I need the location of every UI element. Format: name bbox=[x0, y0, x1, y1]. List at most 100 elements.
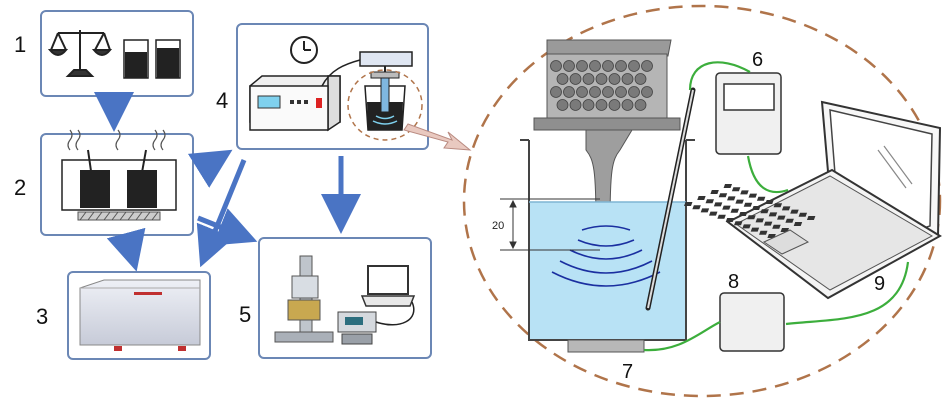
cooling-hole bbox=[602, 60, 614, 72]
arrow-2-to-5 bbox=[197, 208, 258, 246]
keyboard-key bbox=[723, 184, 733, 188]
cooling-hole bbox=[634, 73, 647, 85]
keyboard-key bbox=[781, 206, 791, 211]
cables bbox=[643, 61, 910, 352]
keyboard-key bbox=[738, 212, 748, 216]
cable-sensor-to-control bbox=[643, 321, 721, 352]
cooling-hole bbox=[550, 86, 562, 98]
generator-cable bbox=[321, 59, 361, 87]
keyboard-key bbox=[759, 230, 768, 235]
keyboard-key bbox=[747, 215, 756, 220]
keyboard-key bbox=[793, 222, 803, 226]
detail-boundary bbox=[462, 4, 942, 398]
keyboard-key bbox=[727, 196, 736, 201]
cooling-hole bbox=[569, 99, 582, 111]
component-label-8: 8 bbox=[728, 271, 739, 293]
panel-measurement bbox=[258, 237, 432, 359]
beakers-icon bbox=[123, 39, 181, 79]
arrow-2-to-4 bbox=[187, 149, 233, 188]
component-label-6: 6 bbox=[752, 49, 763, 71]
cooling-hole bbox=[621, 73, 634, 85]
cooling-holes bbox=[550, 60, 653, 111]
keyboard-key bbox=[697, 196, 706, 200]
cable-probe-to-meter bbox=[688, 61, 751, 91]
keyboard-key bbox=[785, 218, 794, 223]
cooling-hole bbox=[589, 86, 601, 98]
cooling-hole bbox=[595, 73, 608, 85]
cooling-hole bbox=[556, 99, 569, 111]
keyboard-key bbox=[730, 208, 740, 213]
cooling-hole bbox=[582, 99, 595, 111]
cable-meter-to-laptop bbox=[746, 155, 789, 194]
keyboard-key bbox=[763, 221, 773, 226]
flow-arrows bbox=[94, 92, 361, 272]
keyboard-key bbox=[772, 224, 781, 229]
cooling-hole bbox=[602, 86, 614, 98]
keyboard-key bbox=[700, 208, 710, 213]
zoom-arrow bbox=[403, 123, 472, 151]
cooling-hole bbox=[641, 86, 653, 98]
cooling-hole bbox=[576, 86, 588, 98]
cooling-hole bbox=[563, 86, 575, 98]
keyboard-key bbox=[773, 203, 783, 208]
ultrasonic-waves bbox=[551, 225, 661, 287]
keyboard-key bbox=[740, 190, 749, 195]
keyboard-key bbox=[742, 224, 751, 229]
keyboard-key bbox=[798, 212, 808, 217]
keyboard-keys bbox=[684, 184, 816, 238]
immersion-depth-dimension bbox=[500, 198, 600, 251]
keyboard-key bbox=[692, 205, 701, 210]
keyboard-key bbox=[734, 221, 743, 226]
cooling-hole bbox=[608, 73, 621, 85]
control-unit bbox=[719, 292, 785, 352]
component-label-7: 7 bbox=[622, 361, 633, 383]
laptop-icon bbox=[360, 265, 416, 307]
step-number-4: 4 bbox=[216, 88, 228, 113]
keyboard-key bbox=[705, 199, 714, 204]
generator-box-icon bbox=[249, 75, 341, 132]
temperature-probe bbox=[645, 87, 696, 311]
keyboard-key bbox=[748, 193, 758, 198]
panel-ultrasonic-generator bbox=[236, 23, 429, 150]
keyboard-key bbox=[684, 202, 693, 206]
keyboard-key bbox=[756, 196, 766, 201]
cooling-hole bbox=[569, 73, 582, 85]
cooling-hole bbox=[563, 60, 575, 72]
keyboard-key bbox=[718, 193, 728, 198]
arrow-4-to-3 bbox=[196, 159, 247, 268]
cooling-hole bbox=[615, 60, 627, 72]
component-label-9: 9 bbox=[874, 273, 885, 295]
cooling-hole bbox=[550, 60, 562, 72]
keyboard-key bbox=[717, 214, 726, 219]
sensor-pad bbox=[567, 339, 645, 353]
oven-icon bbox=[79, 279, 201, 351]
cooling-hole bbox=[589, 60, 601, 72]
cable-control-to-laptop bbox=[785, 261, 910, 326]
cooling-hole bbox=[615, 86, 627, 98]
computer-laptop bbox=[684, 100, 942, 300]
cooling-hole bbox=[634, 99, 647, 111]
keyboard-key bbox=[790, 209, 799, 214]
step-number-2: 2 bbox=[14, 175, 26, 200]
cooling-hole bbox=[628, 60, 640, 72]
steam-icon bbox=[67, 129, 166, 151]
keyboard-key bbox=[709, 211, 718, 216]
force-gauge-icon bbox=[337, 311, 377, 345]
cooling-hole bbox=[628, 86, 640, 98]
laptop-cable bbox=[375, 301, 415, 326]
temperature-meter bbox=[715, 72, 782, 155]
step-number-3: 3 bbox=[36, 304, 48, 329]
arrow-2-to-3 bbox=[106, 227, 146, 272]
cooling-hole bbox=[641, 60, 653, 72]
keyboard-key bbox=[713, 202, 723, 207]
keyboard-key bbox=[735, 199, 744, 204]
keyboard-key bbox=[710, 190, 719, 194]
keyboard-key bbox=[731, 187, 741, 192]
keyboard-key bbox=[760, 209, 769, 214]
keyboard-key bbox=[752, 206, 761, 210]
clock-icon bbox=[290, 36, 318, 64]
keyboard-key bbox=[755, 218, 765, 223]
balance-scale-icon bbox=[47, 30, 113, 77]
